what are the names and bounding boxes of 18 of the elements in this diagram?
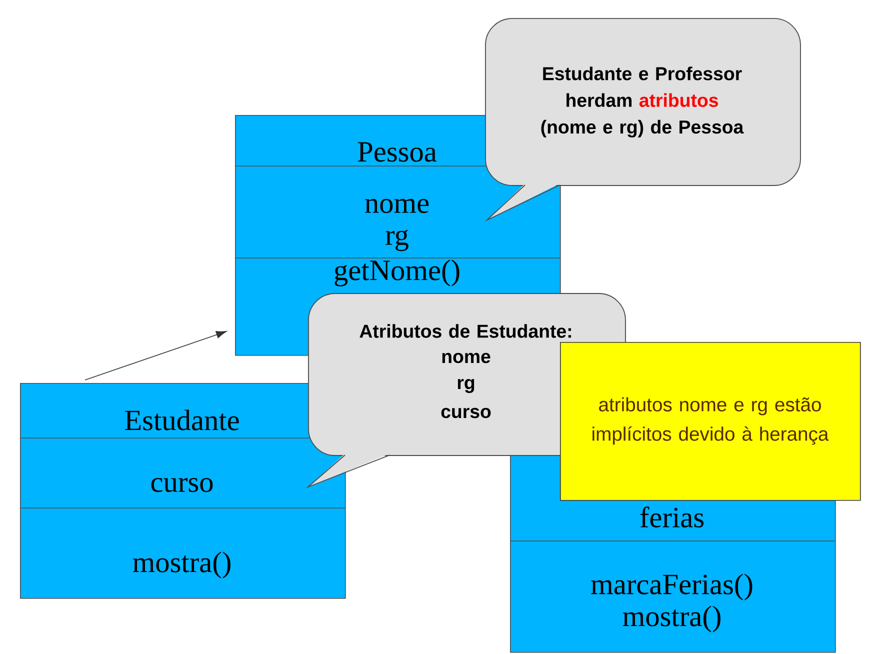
speech-bubble-tooltip <box>484 18 801 222</box>
attribute-list: ferias <box>640 506 704 528</box>
class-name: Pessoa <box>358 142 437 162</box>
attribute-list: curso <box>151 478 213 492</box>
method-list: marcaFerias() mostra() <box>591 574 752 632</box>
note-tooltip <box>560 342 861 501</box>
callout-text: Estudante e Professor herdam atributos (nome e rg) de Pessoa <box>541 66 744 138</box>
class-name: Estudante <box>125 410 239 430</box>
callout-text: Atributos de Estudante: <box>360 324 571 338</box>
callout-text: curso <box>441 408 491 418</box>
class-box <box>20 383 346 599</box>
note-text: atributos nome e rg estão implícitos devido à herança <box>592 397 829 445</box>
method-list: getNome() <box>334 260 460 286</box>
attribute-list: nome rg <box>365 198 429 252</box>
method-list: mostra() <box>132 552 230 578</box>
callout-text: nome <box>442 352 490 364</box>
arrow <box>84 331 227 380</box>
callout-text: rg <box>458 379 474 393</box>
